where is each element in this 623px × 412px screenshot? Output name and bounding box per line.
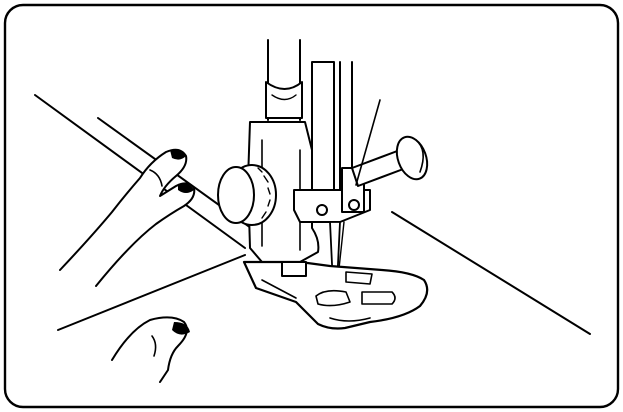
fabric-left-edge (57, 254, 246, 331)
fabric-back-edge (34, 94, 246, 249)
thumbscrew-icon (217, 164, 277, 226)
sewing-machine (217, 39, 429, 330)
thread-guide-icon (351, 135, 429, 187)
hand-icon (111, 316, 190, 383)
presser-foot (242, 260, 429, 330)
needle-bar (311, 61, 335, 201)
lower-hand (111, 316, 188, 383)
thread (355, 99, 381, 186)
presser-foot-icon (242, 260, 429, 330)
figure-border (3, 3, 620, 409)
upper-hand (59, 148, 196, 287)
fabric-right-edge (391, 211, 591, 335)
hand-icon (59, 148, 196, 287)
